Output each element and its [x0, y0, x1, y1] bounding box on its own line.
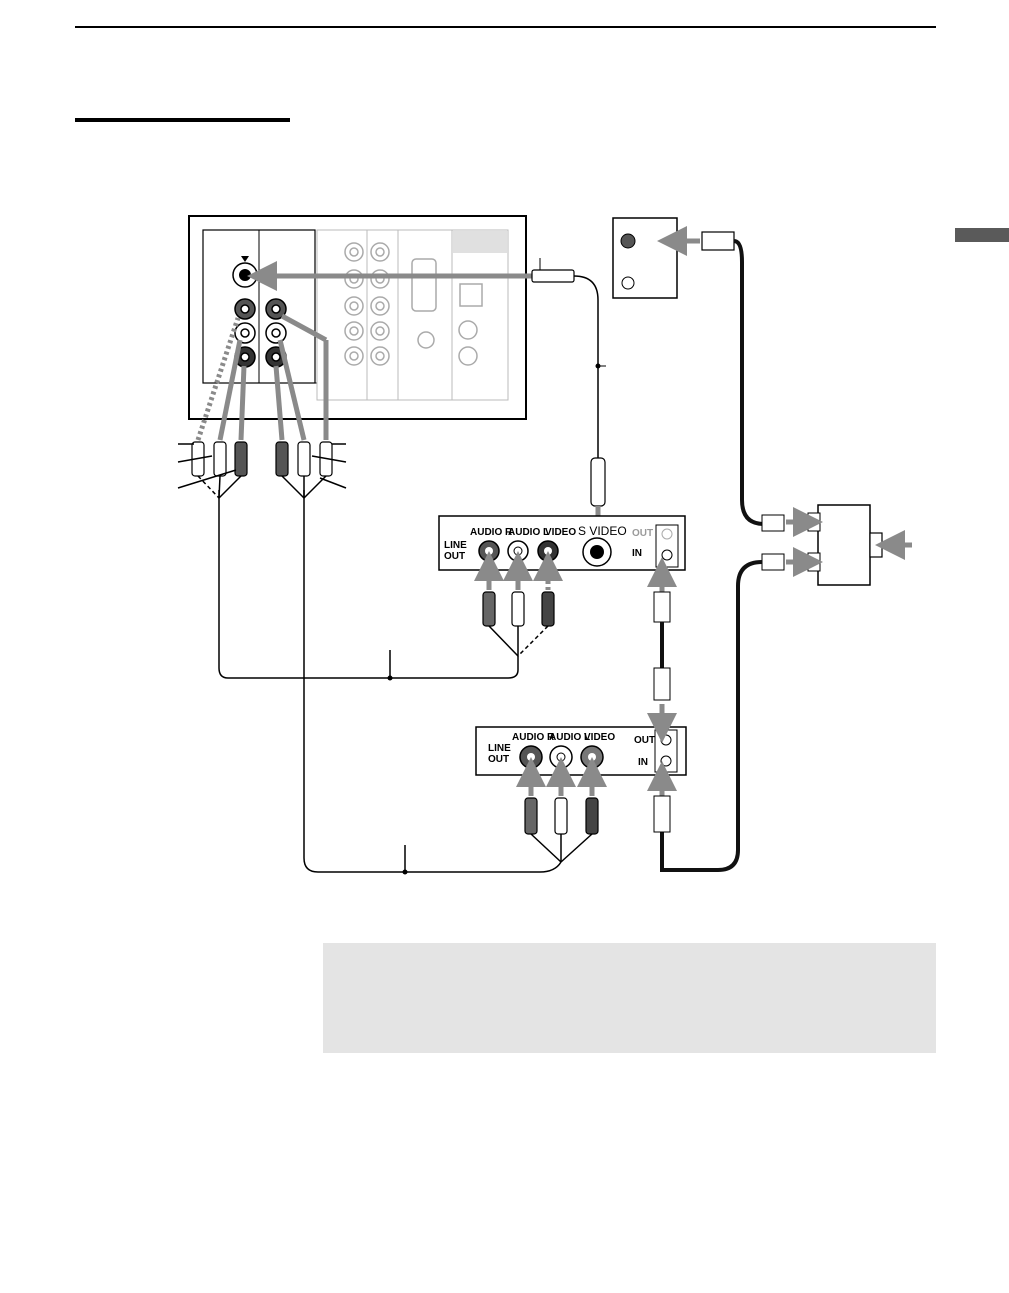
vcr-top-s-video-label: S VIDEO [578, 524, 627, 538]
antenna-wall-outlet [613, 218, 764, 524]
vcr-top-rf-in-label: IN [632, 548, 642, 559]
vcr-top-audio-r-label: AUDIO R [470, 527, 513, 538]
vcr-bottom-out-label: OUT [488, 754, 509, 765]
tv-rear-panel [189, 216, 526, 419]
vcr-top-out-label: OUT [444, 551, 465, 562]
vcr-bottom-rf-out-label: OUT [634, 735, 655, 746]
vcr-bottom-line-label: LINE [488, 743, 511, 754]
rf-cable-vcr-link [654, 572, 670, 832]
splitter [662, 505, 912, 870]
s-video-cable [532, 258, 606, 540]
vcr-bottom-rf-in-label: IN [638, 757, 648, 768]
tv-side-plugs [178, 442, 346, 498]
vcr-top-audio-l-label: AUDIO L [508, 527, 549, 538]
vcr-top: AUDIO R AUDIO L VIDEO S VIDEO LINE OUT O… [439, 516, 685, 570]
vcr-bottom: AUDIO R AUDIO L VIDEO LINE OUT OUT IN [476, 727, 686, 775]
vcr-top-video-label: VIDEO [545, 527, 576, 538]
vcr-top-rf-out-label: OUT [632, 528, 653, 539]
vcr-top-line-label: LINE [444, 540, 467, 551]
vcr-bottom-video-label: VIDEO [584, 732, 615, 743]
